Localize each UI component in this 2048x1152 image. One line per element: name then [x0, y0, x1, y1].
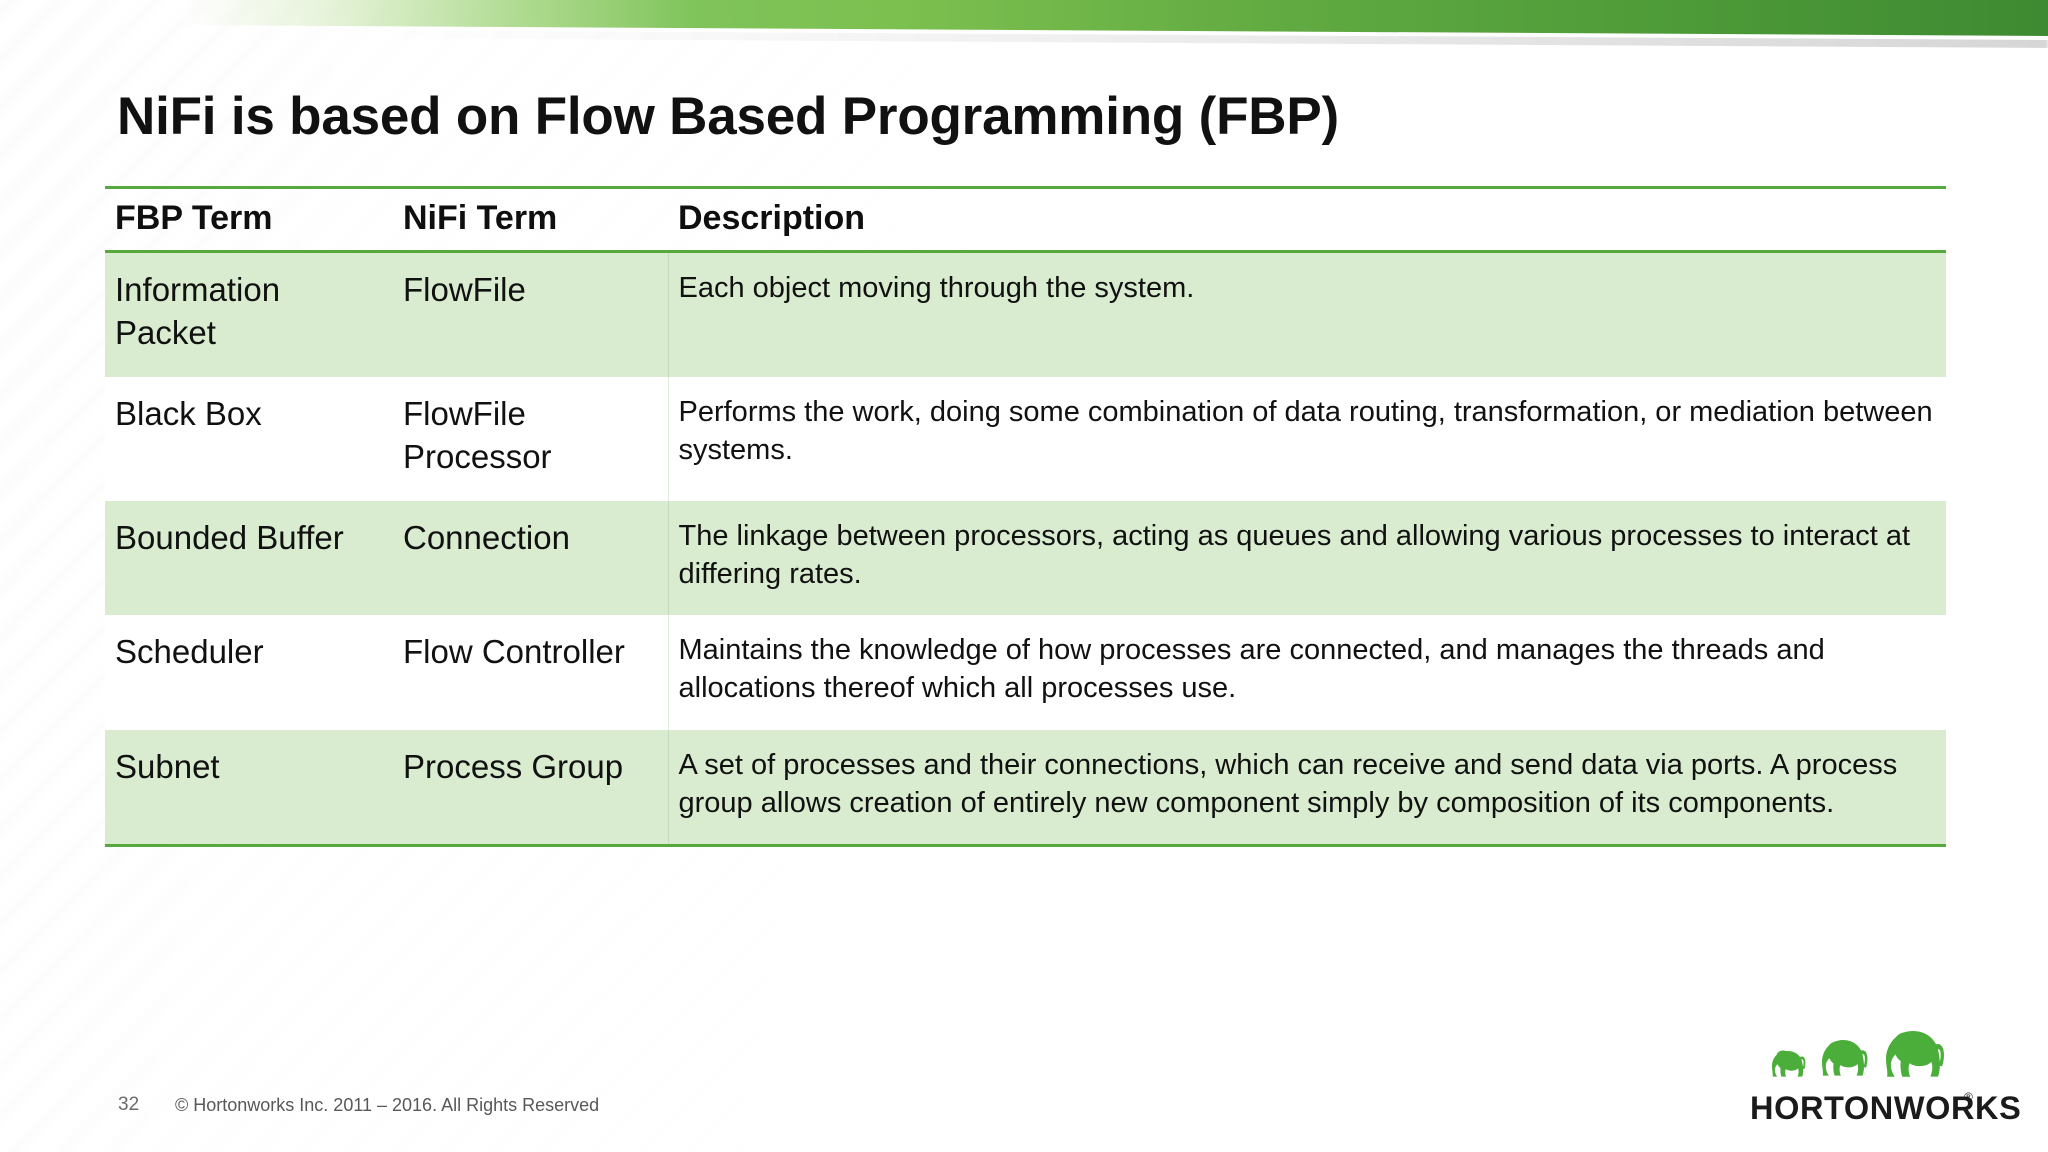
table-body: Information Packet FlowFile Each object …	[105, 251, 1946, 848]
table-row: Black Box FlowFile Processor Performs th…	[105, 376, 1946, 501]
cell-fbp-term: Subnet	[105, 729, 393, 848]
cell-nifi-term: FlowFile	[393, 251, 668, 377]
slide-number: 32	[118, 1094, 140, 1115]
table-row: Scheduler Flow Controller Maintains the …	[105, 615, 1946, 730]
cell-nifi-term: Process Group	[393, 729, 668, 848]
column-header-fbp-term: FBP Term	[105, 186, 393, 253]
cell-fbp-term: Scheduler	[105, 615, 393, 730]
registered-trademark-icon: ®	[1964, 1090, 1973, 1104]
cell-nifi-term: FlowFile Processor	[393, 376, 668, 501]
elephants-icon	[1772, 1031, 1944, 1077]
cell-nifi-term: Connection	[393, 500, 668, 616]
top-green-banner	[0, 0, 2048, 36]
logo-wordmark: HORTONWORKS	[1750, 1090, 2022, 1126]
cell-fbp-term: Black Box	[105, 376, 393, 501]
cell-description: Maintains the knowledge of how processes…	[667, 615, 1946, 730]
cell-description: The linkage between processors, acting a…	[667, 500, 1946, 616]
table-header-row: FBP Term NiFi Term Description	[105, 186, 1946, 253]
cell-fbp-term: Bounded Buffer	[105, 500, 393, 616]
cell-description: Each object moving through the system.	[667, 251, 1946, 377]
cell-fbp-term: Information Packet	[105, 251, 393, 377]
column-header-nifi-term: NiFi Term	[393, 186, 668, 253]
cell-description: Performs the work, doing some combinatio…	[667, 376, 1946, 501]
hortonworks-logo: HORTONWORKS ®	[1750, 1030, 2021, 1126]
table-row: Subnet Process Group A set of processes …	[105, 729, 1946, 848]
cell-description: A set of processes and their connections…	[667, 729, 1946, 848]
cell-nifi-term: Flow Controller	[393, 615, 668, 730]
column-header-description: Description	[668, 186, 1946, 253]
table-row: Bounded Buffer Connection The linkage be…	[105, 500, 1946, 616]
copyright-text: © Hortonworks Inc. 2011 – 2016. All Righ…	[175, 1095, 600, 1115]
fbp-terms-table: FBP Term NiFi Term Description Informati…	[105, 186, 1946, 848]
page-title: NiFi is based on Flow Based Programming …	[117, 87, 1339, 146]
table-row: Information Packet FlowFile Each object …	[105, 251, 1946, 377]
